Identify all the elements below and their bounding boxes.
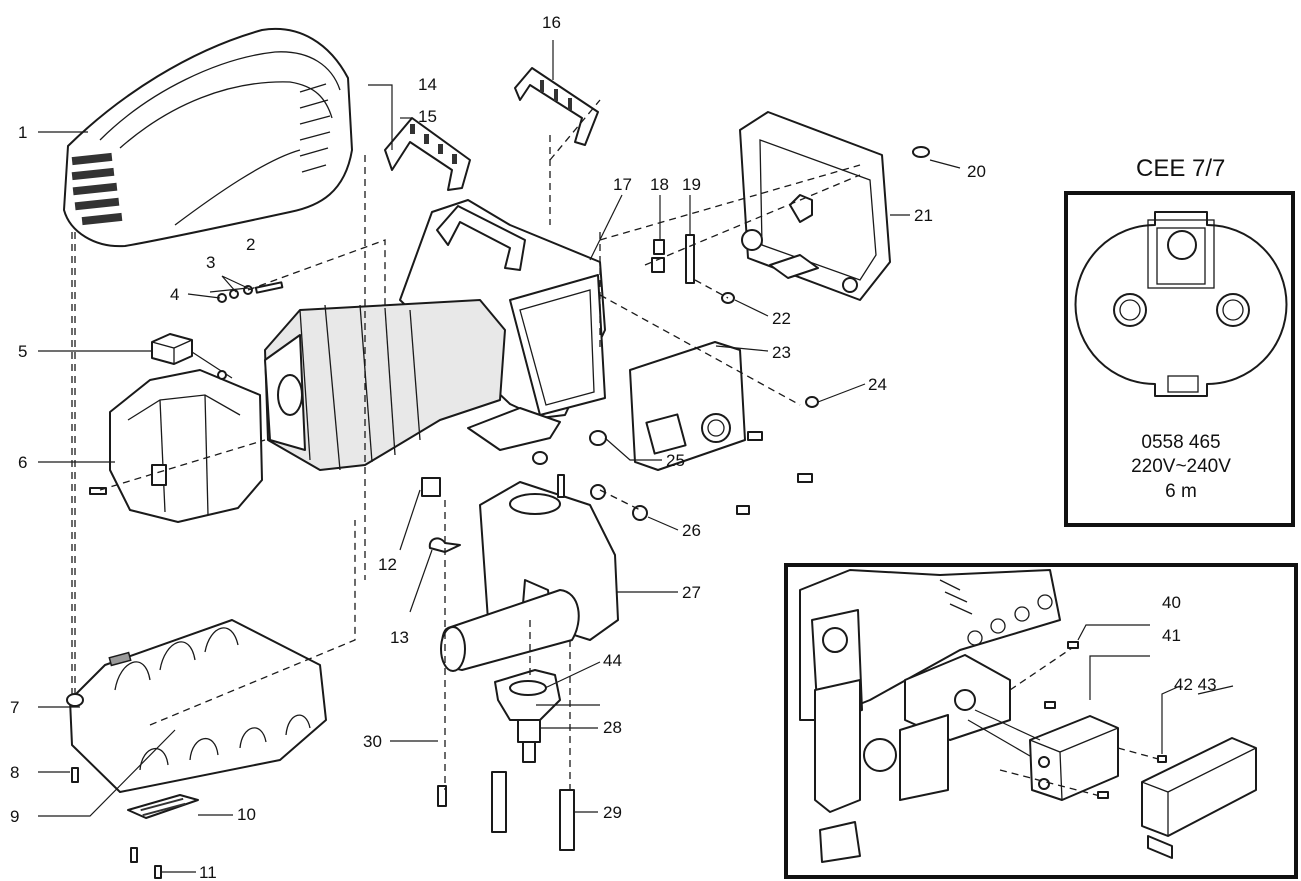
label-3: 3 [206,253,215,272]
part-12-13-clips [421,477,461,553]
label-10: 10 [237,805,256,824]
label-42-43: 42 43 [1174,675,1217,694]
part-6-front-cover [109,369,263,523]
part-23-control-panel [629,341,813,515]
label-27: 27 [682,583,701,602]
part-7-base-tray [66,619,327,793]
label-5: 5 [18,342,27,361]
label-20: 20 [967,162,986,181]
label-13: 13 [390,628,409,647]
label-40: 40 [1162,593,1181,612]
inset-drawing [799,569,1257,863]
label-1: 1 [18,123,27,142]
label-24: 24 [868,375,887,394]
part-10-plate [127,794,199,819]
label-4: 4 [170,285,179,304]
inset-detail-box: 40 41 42 43 [784,563,1298,879]
label-2: 2 [246,235,255,254]
plug-box-title: CEE 7/7 [1136,155,1225,182]
plug-part-number: 0558 465 [1141,432,1220,453]
label-30: 30 [363,732,382,751]
label-18: 18 [650,175,669,194]
plug-voltage: 220V~240V [1131,456,1231,477]
label-19: 19 [682,175,701,194]
part-28-44-valve [491,669,575,851]
plug-length: 6 m [1165,481,1197,502]
label-7: 7 [10,698,19,717]
label-12: 12 [378,555,397,574]
label-29: 29 [603,803,622,822]
label-15: 15 [418,107,437,126]
label-16: 16 [542,13,561,32]
part-21-back-panel [739,111,891,301]
plug-face-drawing [1074,211,1288,397]
screws [71,281,447,879]
label-6: 6 [18,453,27,472]
part-27-pump-housing [440,481,619,672]
label-25: 25 [666,451,685,470]
part-25-26-bolts [467,407,648,521]
label-41: 41 [1162,626,1181,645]
part-labels: 1 2 3 4 5 6 7 8 9 10 11 12 13 14 15 16 1… [10,13,986,881]
label-14: 14 [418,75,437,94]
part-16-handle [514,67,599,146]
motor-assembly [264,299,506,471]
label-26: 26 [682,521,701,540]
label-9: 9 [10,807,19,826]
label-8: 8 [10,763,19,782]
label-22: 22 [772,309,791,328]
label-leaders [38,40,961,873]
part-1-top-cover [63,27,353,248]
part-15-small-bracket [384,117,471,191]
label-21: 21 [914,206,933,225]
label-17: 17 [613,175,632,194]
part-17-main-frame [399,199,606,419]
label-23: 23 [772,343,791,362]
part-5-small-box [151,333,233,379]
assembly-guide-lines [71,99,861,790]
label-28: 28 [603,718,622,737]
label-44: 44 [603,651,622,670]
plug-info-box: CEE 7/7 0558 465 220V~240V 6 m [1064,155,1295,527]
label-11: 11 [199,863,217,881]
